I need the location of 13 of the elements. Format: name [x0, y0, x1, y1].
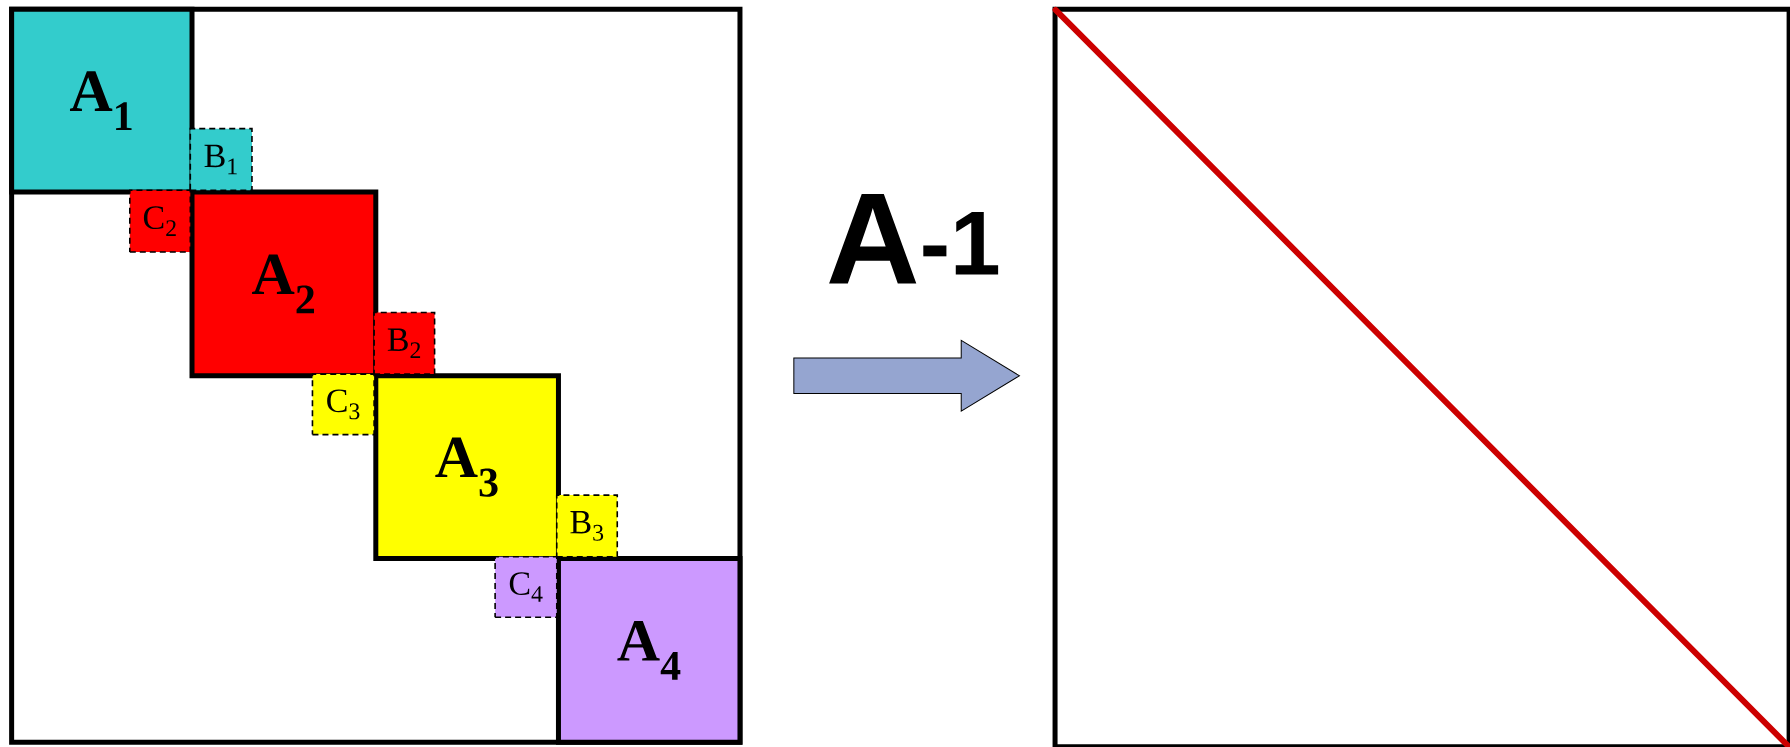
matrix-frame — [1052, 6, 1790, 747]
dashed-block: B$_{1}$ — [189, 127, 253, 192]
matrix-block: A$_{4}$ — [555, 555, 743, 745]
dashed-block: B$_{3}$ — [555, 494, 619, 558]
matrix-block: A$_{3}$ — [373, 373, 561, 561]
matrix-block: A$_{2}$ — [189, 189, 379, 379]
block-arrow — [793, 339, 1020, 412]
edge-label: A$^{-1}$ — [829, 194, 999, 284]
dashed-block: B$_{2}$ — [373, 311, 436, 375]
matrix-block: A$_{1}$ — [9, 6, 195, 195]
dashed-block: C$_{2}$ — [129, 189, 192, 253]
dashed-block: C$_{4}$ — [494, 555, 558, 619]
dashed-block: C$_{3}$ — [311, 373, 375, 436]
